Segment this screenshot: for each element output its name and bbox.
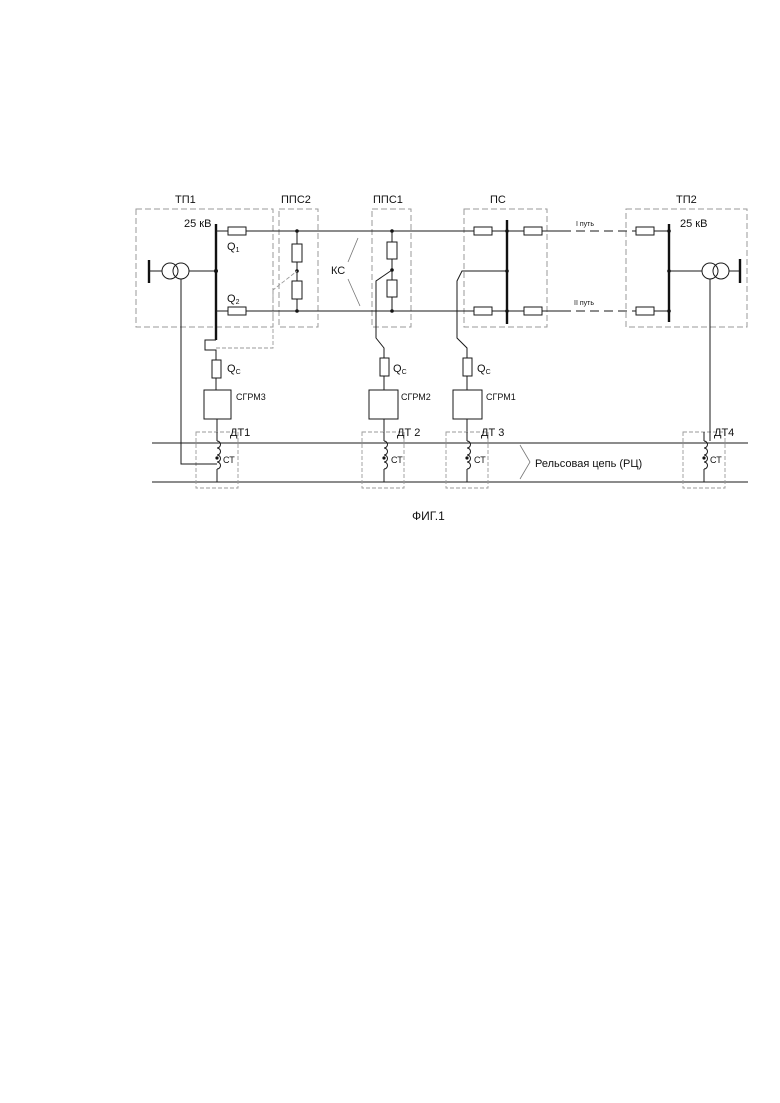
sgrm2-label: СГРМ2 [401,392,431,402]
track2-label: II путь [574,300,594,307]
ks-leader-lower [348,279,360,306]
tp1-label: ТП1 [175,194,196,206]
pps1-label: ППС1 [373,194,403,206]
dt1-coil: СТ [215,432,235,482]
dt1-label: ДТ1 [230,427,250,439]
dt4-label: ДТ4 [714,427,734,439]
tp2-label: ТП2 [676,194,697,206]
pps2-enclosure [279,209,318,327]
voltage-label-right: 25 кВ [680,218,707,230]
sgrm3-block [204,390,231,419]
ks-label: КС [331,265,345,277]
dt3-label: ДТ 3 [481,427,504,439]
ps-breaker-2b [524,307,542,315]
ps-breaker-1a [474,227,492,235]
qc-switch-right [463,358,472,376]
svg-text:СТ: СТ [474,455,486,465]
qc-switch-left [212,360,221,378]
dt2-coil: СТ [382,432,403,482]
tp2-breaker-1 [636,227,654,235]
pps2-label: ППС2 [281,194,311,206]
pps1-upper-element [387,242,397,259]
rail-circuit-bracket [520,445,530,479]
q1-label: Q1 [227,241,240,254]
qc-label-right: QC [477,363,491,376]
sgrm1-block [453,390,482,419]
qc-label-middle: QC [393,363,407,376]
rail-circuit-label: Рельсовая цепь (РЦ) [535,458,642,470]
ps-breaker-1b [524,227,542,235]
ks-leader-upper [348,238,358,262]
dt3-coil: СТ [465,432,486,482]
ps-breaker-2a [474,307,492,315]
pps2-lower-element [292,281,302,299]
pps2-upper-element [292,244,302,262]
figure-caption: ФИГ.1 [412,509,445,523]
dt2-label: ДТ 2 [397,427,420,439]
svg-text:СТ: СТ [710,455,722,465]
sgrm3-label: СГРМ3 [236,392,266,402]
pps1-lower-element [387,280,397,297]
q2-breaker [228,307,246,315]
qc-label-left: QC [227,363,241,376]
qc-switch-middle [380,358,389,376]
sgrm2-block [369,390,398,419]
ps-label: ПС [490,194,506,206]
tp2-breaker-2 [636,307,654,315]
svg-text:СТ: СТ [391,455,403,465]
sgrm1-label: СГРМ1 [486,392,516,402]
track1-label: I путь [576,221,594,228]
dt4-coil: СТ [702,432,722,482]
voltage-label-left: 25 кВ [184,218,211,230]
q1-breaker [228,227,246,235]
q2-label: Q2 [227,293,240,306]
svg-text:СТ: СТ [223,455,235,465]
